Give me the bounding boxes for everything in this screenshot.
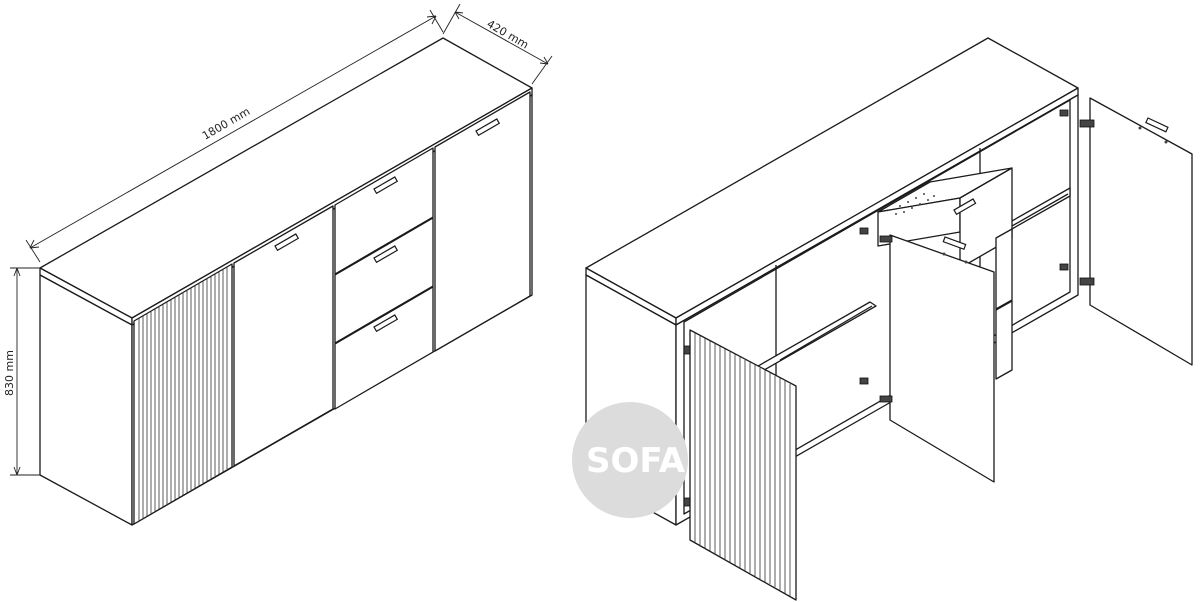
drawer-middle-handle bbox=[373, 245, 399, 264]
hinge-icons-right bbox=[1059, 109, 1095, 286]
open-door-right bbox=[1089, 97, 1193, 366]
open-drawer-front-middle bbox=[995, 228, 1013, 310]
hinge-icon bbox=[1059, 263, 1069, 271]
plain-door-right bbox=[434, 91, 531, 352]
hinge-icon bbox=[1059, 109, 1069, 117]
hinge-icon bbox=[859, 377, 869, 385]
open-drawer-front-bottom bbox=[995, 300, 1013, 380]
height-label: 830 mm bbox=[3, 350, 16, 396]
open-fluted-door-ribs bbox=[694, 333, 791, 596]
right-door-handle bbox=[475, 118, 501, 137]
drawer-bottom-handle bbox=[373, 314, 399, 333]
hinge-icon bbox=[683, 497, 691, 507]
hinge-icon bbox=[1079, 119, 1095, 128]
hinge-icon bbox=[879, 395, 893, 403]
open-drawer-handle-top bbox=[953, 198, 977, 216]
open-door-right-handle bbox=[1145, 117, 1169, 133]
closed-sideboard-view: 1800 mm 420 mm 830 mm bbox=[3, 3, 553, 526]
sofa-watermark-logo: SOFA bbox=[572, 402, 688, 518]
drawer-middle bbox=[334, 217, 434, 344]
width-label: 1800 mm bbox=[200, 105, 252, 143]
fluted-door-ribs bbox=[138, 267, 228, 521]
height-dimension: 830 mm bbox=[3, 267, 40, 476]
drawer-top bbox=[334, 147, 434, 275]
open-door-middle-handle bbox=[942, 236, 967, 250]
drawer-dots bbox=[895, 193, 935, 215]
open-door-middle bbox=[889, 234, 995, 483]
open-sideboard-view bbox=[585, 37, 1193, 601]
plain-door-left bbox=[233, 205, 334, 467]
hinge-icon bbox=[859, 227, 869, 235]
open-fluted-door bbox=[689, 329, 797, 601]
watermark-text: SOFA bbox=[586, 441, 686, 481]
depth-label: 420 mm bbox=[485, 17, 531, 51]
hinge-icon bbox=[1079, 277, 1095, 286]
plain-door-handle bbox=[274, 233, 300, 252]
hinge-icons-middle bbox=[859, 227, 893, 403]
hinge-icon bbox=[879, 235, 893, 243]
drawer-top-handle bbox=[373, 176, 399, 195]
drawer-bottom bbox=[334, 286, 434, 410]
hinge-icon bbox=[683, 345, 691, 355]
